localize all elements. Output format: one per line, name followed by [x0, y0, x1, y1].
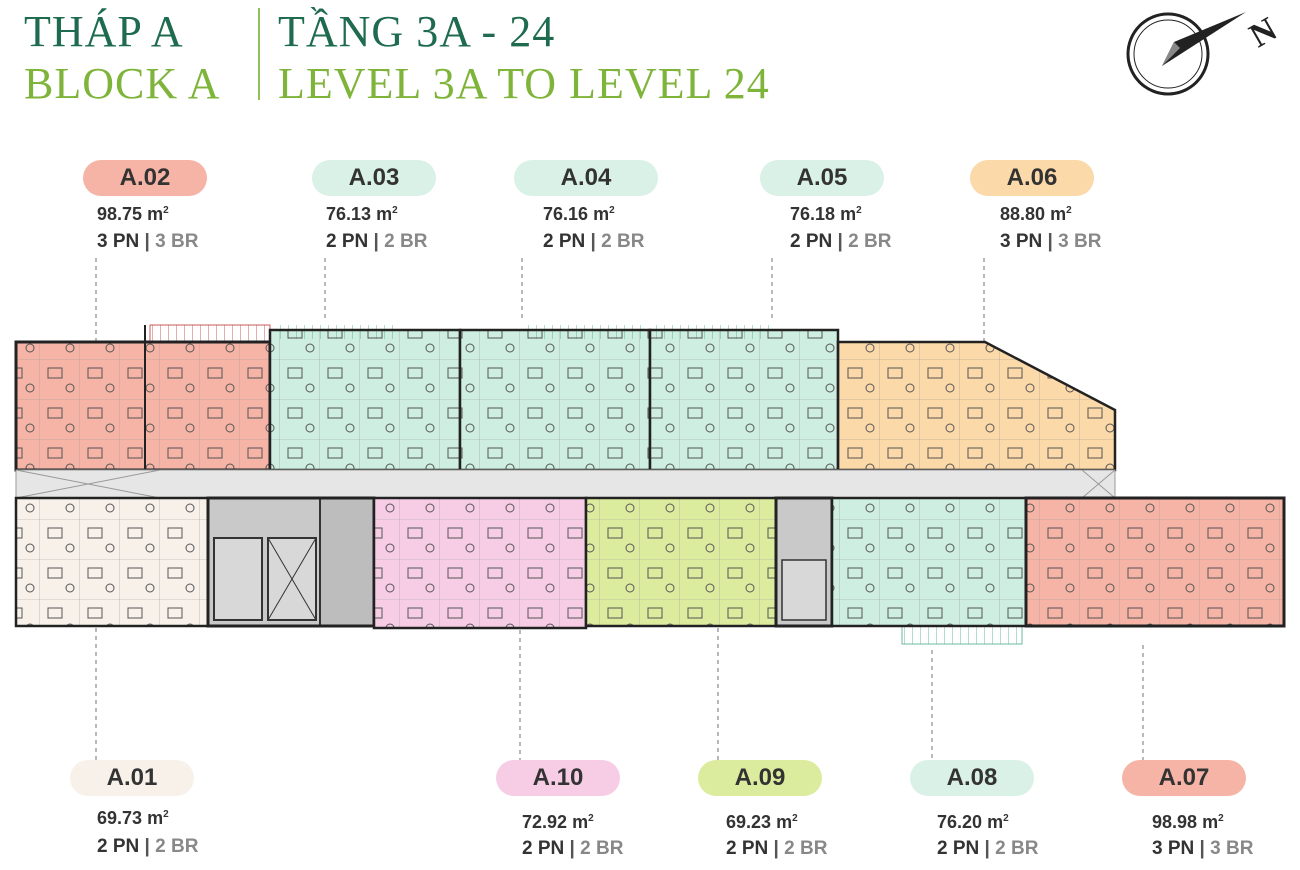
header-divider: [258, 8, 260, 100]
unit-badge-A10: A.10: [496, 760, 620, 796]
unit-A08-plan: [830, 496, 1028, 645]
unit-badge-A02: A.02: [83, 160, 207, 196]
leader-lines-top: [95, 258, 985, 342]
unit-rooms-A01: 2 PN | 2 BR: [97, 836, 199, 857]
unit-rooms-A08: 2 PN | 2 BR: [937, 838, 1039, 859]
floor-title-en: LEVEL 3A TO LEVEL 24: [278, 59, 770, 108]
unit-rooms-A05: 2 PN | 2 BR: [790, 231, 892, 252]
unit-A07-plan: [1024, 496, 1286, 628]
unit-area-A02: 98.75 m2: [97, 204, 169, 224]
unit-A05-plan: [648, 325, 840, 472]
unit-badge-A05: A.05: [760, 160, 884, 196]
unit-badge-A08: A.08: [910, 760, 1034, 796]
unit-area-A06: 88.80 m2: [1000, 204, 1072, 224]
unit-badge-A07: A.07: [1122, 760, 1246, 796]
floor-title-vn: TẦNG 3A - 24: [278, 7, 556, 56]
tower-title-en: BLOCK A: [24, 59, 221, 108]
unit-A02-plan: [14, 324, 272, 472]
unit-badge-A01: A.01: [70, 760, 194, 796]
core-stairs-lifts: [206, 496, 376, 628]
unit-area-A10: 72.92 m2: [522, 812, 594, 832]
unit-area-A05: 76.18 m2: [790, 204, 862, 224]
unit-badge-A03: A.03: [312, 160, 436, 196]
unit-A06-plan: [836, 340, 1117, 472]
unit-area-A04: 76.16 m2: [543, 204, 615, 224]
unit-A04-plan: [458, 325, 652, 472]
unit-badge-A09: A.09: [698, 760, 822, 796]
unit-rooms-A09: 2 PN | 2 BR: [726, 838, 828, 859]
leader-lines-bottom: [95, 628, 1144, 760]
unit-A10-plan: [372, 496, 588, 630]
unit-A01-plan: [14, 496, 210, 628]
unit-badge-A06: A.06: [970, 160, 1094, 196]
core-stairs-2: [774, 496, 834, 628]
unit-area-A01: 69.73 m2: [97, 808, 169, 828]
unit-rooms-A07: 3 PN | 3 BR: [1152, 838, 1254, 859]
north-arrow-icon: N: [1126, 11, 1284, 96]
corridor: [15, 469, 1116, 499]
tower-title-vn: THÁP A: [24, 7, 184, 56]
unit-area-A08: 76.20 m2: [937, 812, 1009, 832]
unit-area-A09: 69.23 m2: [726, 812, 798, 832]
unit-rooms-A03: 2 PN | 2 BR: [326, 231, 428, 252]
unit-area-A03: 76.13 m2: [326, 204, 398, 224]
unit-area-A07: 98.98 m2: [1152, 812, 1224, 832]
unit-badge-A04: A.04: [514, 160, 658, 196]
unit-A03-plan: [268, 325, 462, 472]
unit-rooms-A02: 3 PN | 3 BR: [97, 231, 199, 252]
unit-rooms-A04: 2 PN | 2 BR: [543, 231, 645, 252]
unit-rooms-A10: 2 PN | 2 BR: [522, 838, 624, 859]
unit-rooms-A06: 3 PN | 3 BR: [1000, 231, 1102, 252]
unit-A09-plan: [584, 496, 778, 628]
